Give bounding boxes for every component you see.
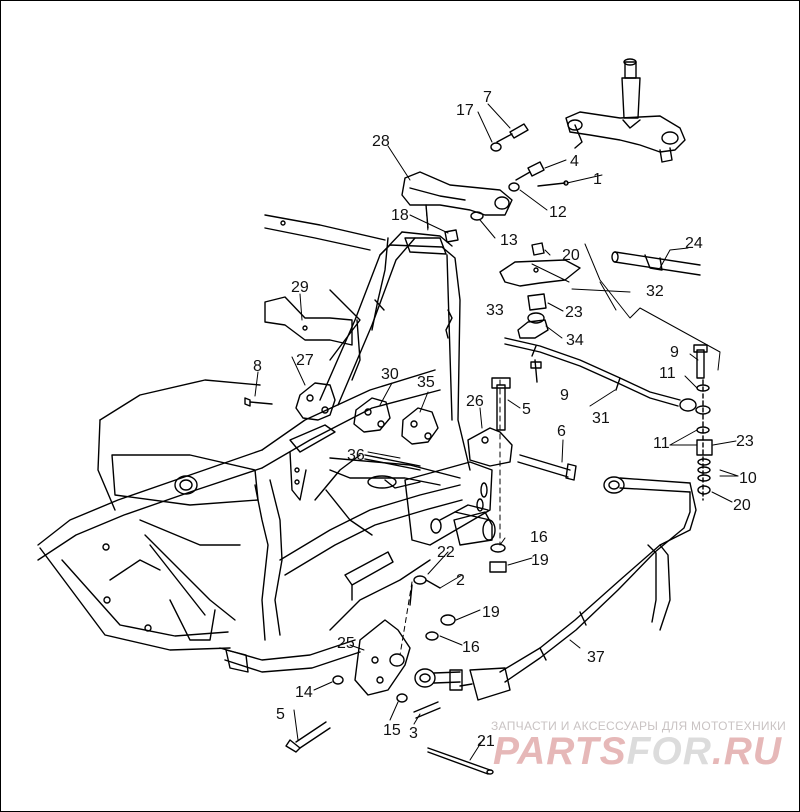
callout-13: 13 <box>500 232 518 249</box>
rod-37-drawing <box>414 476 697 701</box>
callout-16-lower: 16 <box>462 639 480 656</box>
callout-12: 12 <box>549 204 567 221</box>
callout-36: 36 <box>347 447 365 464</box>
callout-14: 14 <box>295 684 313 701</box>
triple-clamp-drawing <box>565 58 686 163</box>
callout-30: 30 <box>381 366 399 383</box>
callout-21: 21 <box>477 733 495 750</box>
callout-32: 32 <box>646 283 664 300</box>
callout-20-upper: 20 <box>562 247 580 264</box>
callout-15: 15 <box>383 722 401 739</box>
hardware-stack-drawing <box>693 344 713 501</box>
callout-10: 10 <box>739 470 757 487</box>
callout-9-center: 9 <box>560 387 569 404</box>
clamp-29-drawing <box>264 296 353 346</box>
callout-24: 24 <box>685 235 703 252</box>
rod-31-drawing <box>504 337 697 412</box>
watermark-logo: PARTSFOR.RU <box>493 730 782 774</box>
callout-labels: 1 2 3 4 5 5 6 7 8 9 9 10 11 11 12 13 14 … <box>253 89 757 750</box>
frame-drawing <box>37 214 496 673</box>
callout-16-upper: 16 <box>530 529 548 546</box>
callout-20-lower: 20 <box>733 497 751 514</box>
callout-29: 29 <box>291 279 309 296</box>
callout-37: 37 <box>587 649 605 666</box>
shift-lever-drawing <box>401 123 569 243</box>
callout-18: 18 <box>391 207 409 224</box>
callout-23-upper: 23 <box>565 304 583 321</box>
callout-6: 6 <box>557 423 566 440</box>
mount-26-drawing <box>467 377 577 481</box>
callout-17: 17 <box>456 102 474 119</box>
callout-27: 27 <box>296 352 314 369</box>
watermark-brand-mid: FOR <box>626 730 712 773</box>
callout-23-lower: 23 <box>736 433 754 450</box>
callout-22: 22 <box>437 544 455 561</box>
callout-9-right: 9 <box>670 344 679 361</box>
watermark-brand-left: PARTS <box>493 730 627 773</box>
callout-3: 3 <box>409 725 418 742</box>
watermark-brand-right: .RU <box>711 730 783 773</box>
callout-19-lower: 19 <box>482 604 500 621</box>
callout-25: 25 <box>337 635 355 652</box>
callout-7: 7 <box>483 89 492 106</box>
callout-31: 31 <box>592 410 610 427</box>
bracket-25-drawing <box>285 543 507 775</box>
callout-8: 8 <box>253 358 262 375</box>
leader-lines <box>254 103 739 761</box>
callout-19-upper: 19 <box>531 552 549 569</box>
callout-4: 4 <box>570 153 579 170</box>
callout-26: 26 <box>466 393 484 410</box>
brackets-drawing <box>244 382 439 471</box>
callout-5-lower: 5 <box>276 706 285 723</box>
callout-11-lower: 11 <box>653 435 670 452</box>
callout-28: 28 <box>372 133 390 150</box>
callout-34: 34 <box>566 332 584 349</box>
callout-1: 1 <box>593 171 602 188</box>
callout-35: 35 <box>417 374 435 391</box>
callout-2: 2 <box>456 572 465 589</box>
callout-5-upper: 5 <box>522 401 531 418</box>
watermark-subtitle: ЗАПЧАСТИ И АКСЕССУАРЫ ДЛЯ МОТОТЕХНИКИ <box>491 719 787 733</box>
shaft-24-drawing <box>611 251 701 276</box>
callout-11-upper: 11 <box>659 365 676 382</box>
callout-33: 33 <box>486 302 504 319</box>
